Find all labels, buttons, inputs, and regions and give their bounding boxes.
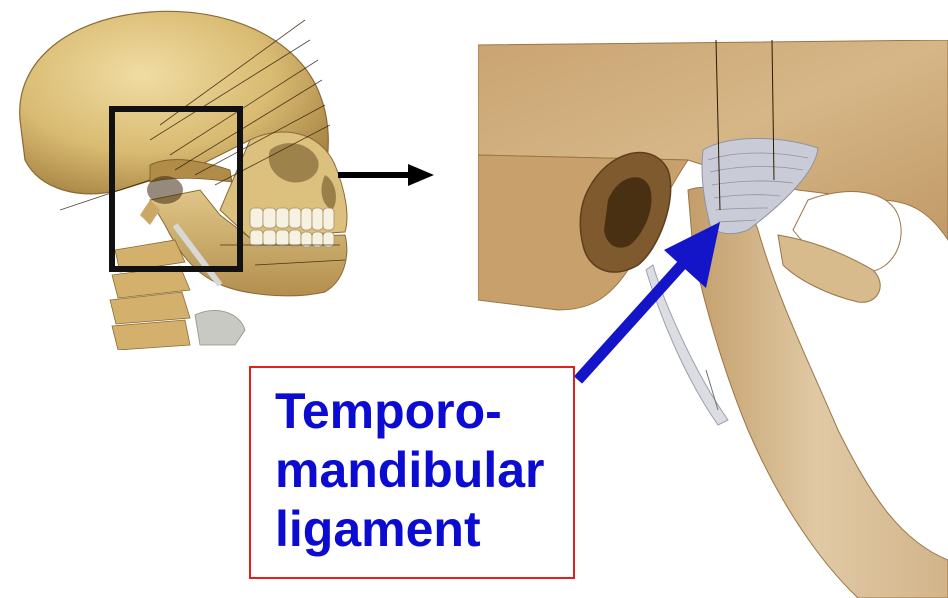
label-line-1: Temporo- — [275, 382, 573, 441]
arrow-right-icon — [330, 160, 440, 190]
skull-illustration — [0, 0, 370, 350]
ligament-label: Temporo- mandibular ligament — [249, 366, 575, 579]
label-line-2: mandibular — [275, 441, 573, 500]
arrow-up-right-icon — [560, 210, 740, 400]
label-line-3: ligament — [275, 500, 573, 559]
